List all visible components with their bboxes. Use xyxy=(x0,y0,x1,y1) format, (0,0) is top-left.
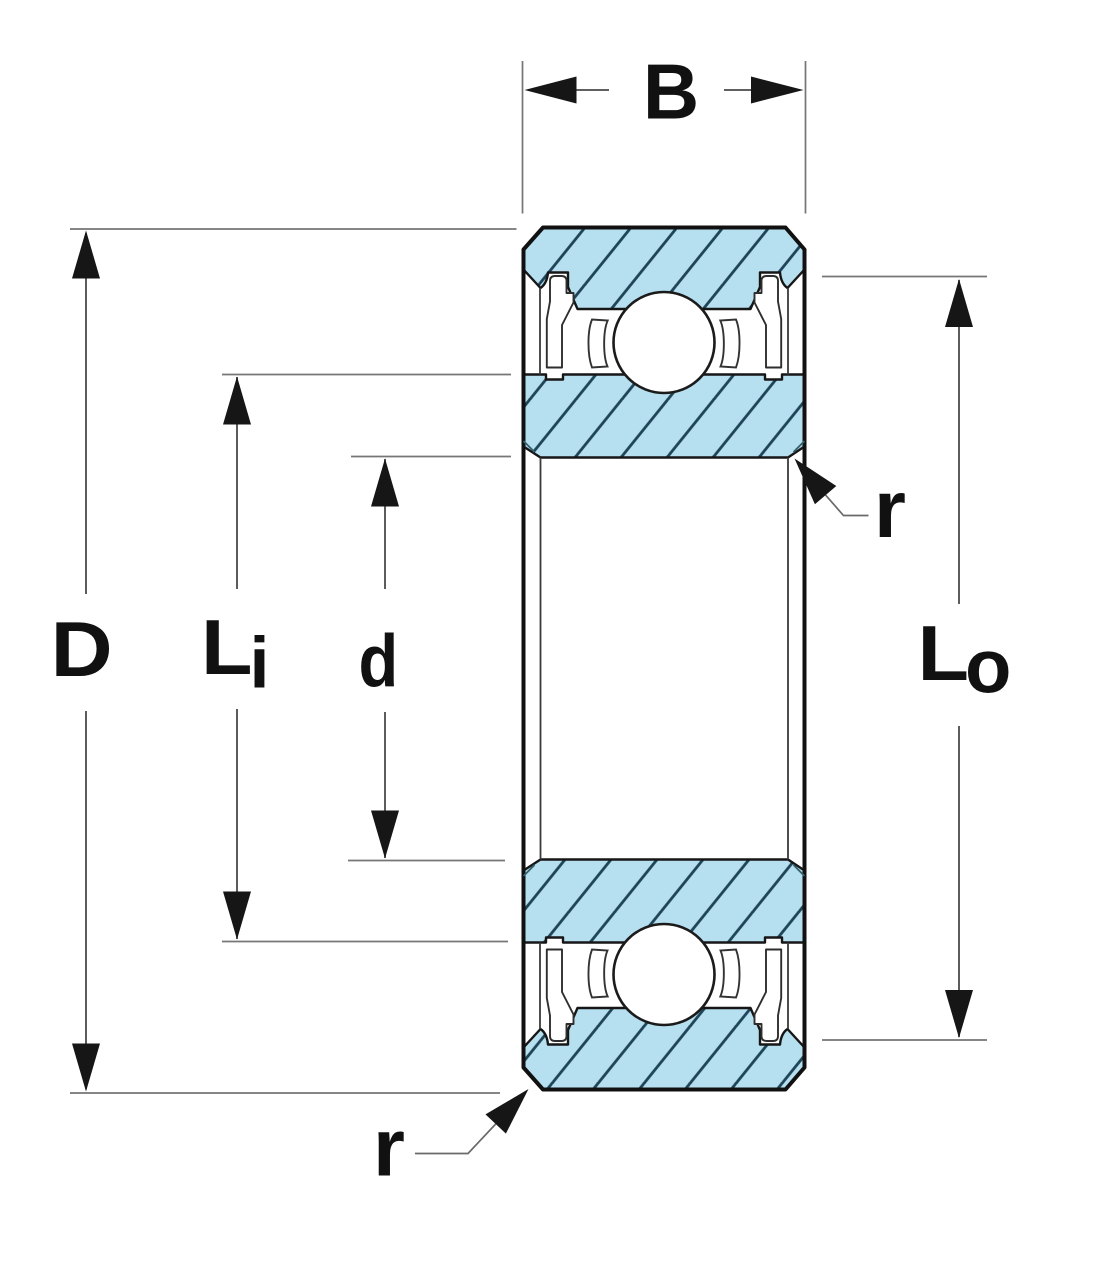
svg-text:L: L xyxy=(201,603,253,691)
svg-text:B: B xyxy=(643,48,699,136)
svg-text:d: d xyxy=(359,620,399,703)
svg-text:r: r xyxy=(373,1103,405,1194)
svg-text:D: D xyxy=(51,605,113,693)
svg-text:r: r xyxy=(874,464,906,555)
svg-text:i: i xyxy=(250,624,270,704)
svg-text:o: o xyxy=(965,625,1011,710)
svg-text:L: L xyxy=(918,609,970,697)
